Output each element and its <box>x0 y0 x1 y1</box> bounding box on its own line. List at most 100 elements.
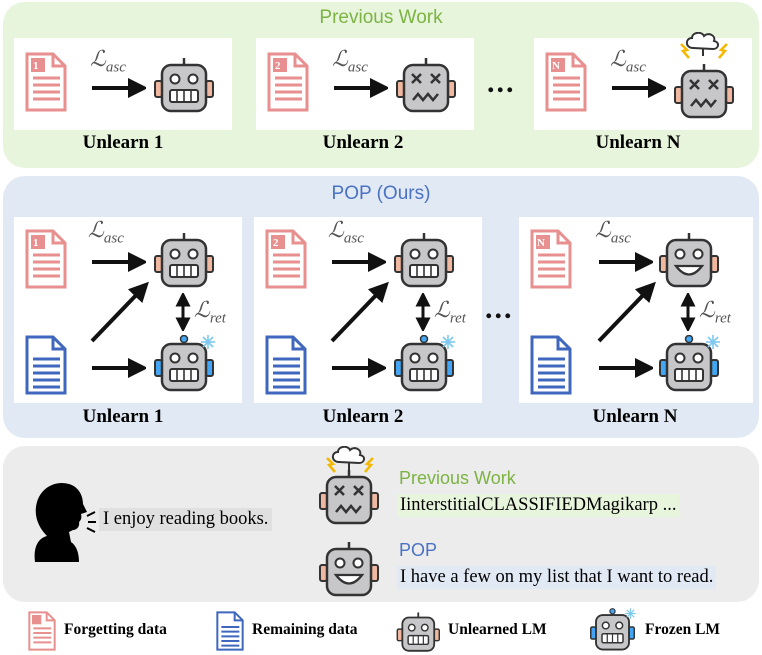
loss-asc-label: ℒasc <box>595 217 631 247</box>
smoke-icon <box>679 32 729 60</box>
loss-subscript: asc <box>343 230 364 247</box>
robot-icon <box>396 611 442 653</box>
unlearn-2-label: Unlearn 2 <box>322 406 404 427</box>
loss-subscript: asc <box>103 230 124 247</box>
loss-asc-label: ℒasc <box>328 217 364 247</box>
doc-number: 1 <box>33 237 39 249</box>
remaining-doc-icon <box>265 335 307 395</box>
double-arrow-icon <box>680 293 696 331</box>
doc-number: 2 <box>275 60 281 72</box>
loss-symbol: ℒ <box>88 217 104 242</box>
diagonal-arrow-icon <box>597 281 656 343</box>
broken-robot-icon <box>674 62 736 120</box>
loss-symbol: ℒ <box>434 297 450 322</box>
loss-subscript: ret <box>449 310 466 327</box>
speaking-person-icon <box>34 482 96 562</box>
prompt-bubble: I enjoy reading books. <box>99 508 273 531</box>
doc-number: 2 <box>273 237 279 249</box>
smiling-robot-icon <box>319 540 381 598</box>
previous-work-subtitle: Previous Work <box>399 468 516 488</box>
pop-title: POP (Ours) <box>331 183 431 204</box>
loss-subscript: asc <box>610 230 631 247</box>
double-arrow-icon <box>175 293 191 331</box>
robot-icon <box>394 231 456 289</box>
loss-subscript: asc <box>347 59 368 76</box>
loss-subscript: asc <box>105 59 126 76</box>
legend: Forgetting data Remaining data Unlearned… <box>0 608 762 654</box>
previous-work-title: Previous Work <box>319 7 443 28</box>
diagonal-arrow-icon <box>330 281 389 343</box>
loss-subscript: ret <box>209 310 226 327</box>
arrow-right-icon <box>332 252 386 272</box>
remaining-doc-icon <box>216 611 244 651</box>
legend-frozen: Frozen LM <box>645 621 721 638</box>
previous-output: IinterstitialCLASSIFIEDMagikarp ... <box>397 494 680 517</box>
ellipsis: ... <box>485 292 514 325</box>
smiling-robot-icon <box>659 231 721 289</box>
loss-subscript: asc <box>625 59 646 76</box>
arrow-right-icon <box>599 252 653 272</box>
broken-robot-icon <box>319 468 381 526</box>
loss-asc-label: ℒasc <box>90 46 126 76</box>
loss-asc-label: ℒasc <box>88 217 124 247</box>
pop-output: I have a few on my list that I want to r… <box>397 566 717 589</box>
unlearn-1-label: Unlearn 1 <box>82 132 164 153</box>
frozen-robot-icon <box>394 335 457 392</box>
pop-card-2: 2 ℒasc ℒret <box>254 217 482 403</box>
ellipsis: ... <box>487 66 516 99</box>
loss-asc-label: ℒasc <box>332 46 368 76</box>
frozen-robot-icon <box>154 335 217 392</box>
forgetting-doc-icon <box>265 229 307 289</box>
loss-ret-label: ℒret <box>194 297 226 327</box>
arrow-right-icon <box>599 358 653 378</box>
remaining-doc-icon <box>25 335 67 395</box>
frozen-robot-icon <box>590 608 637 651</box>
loss-symbol: ℒ <box>699 297 715 322</box>
remaining-doc-icon <box>530 335 572 395</box>
prev-card-1: 1 ℒasc <box>14 38 232 130</box>
doc-number: N <box>537 237 545 249</box>
loss-symbol: ℒ <box>328 217 344 242</box>
unlearn-1-label: Unlearn 1 <box>82 406 164 427</box>
legend-unlearned: Unlearned LM <box>448 621 547 638</box>
loss-symbol: ℒ <box>332 46 348 71</box>
forgetting-doc-icon <box>25 229 67 289</box>
loss-subscript: ret <box>714 310 731 327</box>
broken-robot-icon <box>396 56 458 114</box>
pop-subtitle: POP <box>399 540 438 560</box>
arrow-right-icon <box>92 358 146 378</box>
unlearn-n-label: Unlearn N <box>592 406 678 427</box>
legend-remaining: Remaining data <box>252 621 358 638</box>
forgetting-doc-icon <box>267 52 309 112</box>
robot-icon <box>154 231 216 289</box>
unlearn-2-label: Unlearn 2 <box>322 132 404 153</box>
doc-number: N <box>552 60 560 72</box>
previous-work-panel: Previous Work 1 ℒasc Unlearn 1 2 ℒasc Un… <box>3 2 759 168</box>
loss-symbol: ℒ <box>194 297 210 322</box>
loss-asc-label: ℒasc <box>610 46 646 76</box>
loss-symbol: ℒ <box>610 46 626 71</box>
legend-forgetting: Forgetting data <box>64 621 167 638</box>
double-arrow-icon <box>415 293 431 331</box>
unlearn-n-label: Unlearn N <box>595 132 681 153</box>
loss-ret-label: ℒret <box>699 297 731 327</box>
example-panel: I enjoy reading books. Previous Work Iin… <box>3 446 759 602</box>
arrow-right-icon <box>92 78 146 98</box>
frozen-robot-icon <box>659 335 722 392</box>
arrow-right-icon <box>92 252 146 272</box>
loss-symbol: ℒ <box>90 46 106 71</box>
prev-card-2: 2 ℒasc <box>256 38 474 130</box>
loss-symbol: ℒ <box>595 217 611 242</box>
loss-ret-label: ℒret <box>434 297 466 327</box>
doc-number: 1 <box>33 60 39 72</box>
forgetting-doc-icon <box>25 52 67 112</box>
forgetting-doc-icon <box>28 611 56 651</box>
arrow-right-icon <box>332 358 386 378</box>
diagonal-arrow-icon <box>90 281 149 343</box>
arrow-right-icon <box>334 78 388 98</box>
robot-icon <box>154 56 216 114</box>
arrow-right-icon <box>612 78 666 98</box>
pop-card-1: 1 ℒasc ℒret <box>14 217 242 403</box>
pop-panel: POP (Ours) 1 ℒasc ℒret Unlearn 1 2 ℒasc … <box>3 176 759 438</box>
pop-card-n: N ℒasc ℒret <box>519 217 753 403</box>
